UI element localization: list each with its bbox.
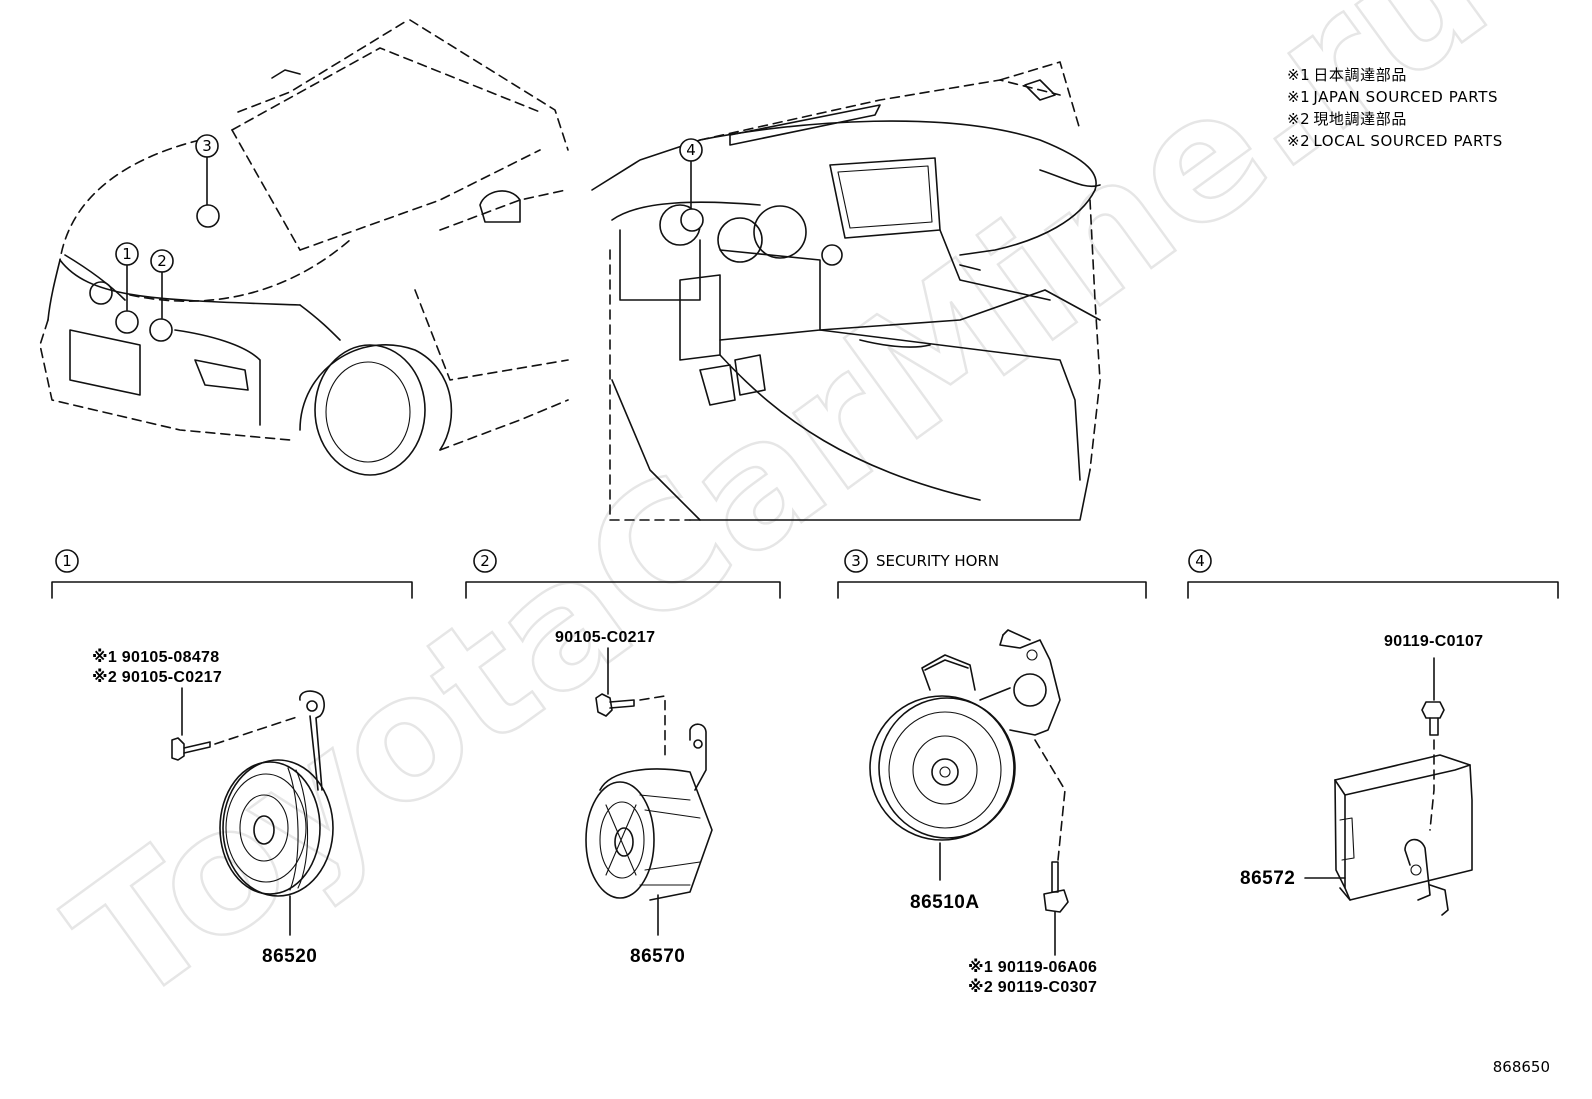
svg-text:2: 2: [480, 552, 490, 570]
svg-text:3: 3: [851, 552, 861, 570]
dashboard-illustration: [591, 61, 1101, 521]
part-90105-C0217-s1: ※2 90105-C0217: [92, 668, 222, 686]
svg-text:4: 4: [686, 141, 696, 159]
watermark: ToyotaCarMine.ru: [38, 0, 1522, 1043]
svg-text:1: 1: [122, 245, 132, 263]
callout-2-front: 2: [149, 249, 174, 342]
svg-text:1: 1: [62, 552, 72, 570]
section-2-parts: 90105-C0217 86570: [555, 629, 713, 967]
part-90119-C0307: ※2 90119-C0307: [968, 978, 1097, 996]
section-1-header: 1: [51, 549, 413, 599]
svg-text:2: 2: [157, 252, 167, 270]
section-1-parts: ※1 90105-08478 ※2 90105-C0217 86520: [92, 648, 334, 967]
callout-4-dash: 4: [679, 138, 704, 232]
callout-3-hood: 3: [195, 134, 220, 228]
part-90119-06A06: ※1 90119-06A06: [968, 958, 1097, 976]
part-86520: 86520: [262, 946, 317, 967]
svg-text:3: 3: [202, 137, 212, 155]
part-86570: 86570: [630, 946, 685, 967]
part-86510A: 86510A: [910, 892, 980, 913]
section-2-header: 2: [465, 549, 781, 599]
car-front-illustration: [39, 19, 569, 476]
figure-number: 868650: [1493, 1058, 1550, 1076]
svg-text:4: 4: [1195, 552, 1205, 570]
section-4-parts: 90119-C0107 86572: [1240, 633, 1483, 916]
section-3-title: SECURITY HORN: [876, 552, 999, 570]
section-3-parts: 86510A ※1 90119-06A06 ※2 90119-C0307: [869, 629, 1097, 996]
section-4-header: 4: [1187, 549, 1559, 599]
part-90105-08478: ※1 90105-08478: [92, 648, 219, 666]
part-90105-C0217-s2: 90105-C0217: [555, 629, 655, 646]
callout-1-front: 1: [115, 242, 139, 334]
section-3-header: 3 SECURITY HORN: [837, 549, 1147, 599]
part-90119-C0107: 90119-C0107: [1384, 633, 1483, 650]
part-86572: 86572: [1240, 868, 1295, 889]
